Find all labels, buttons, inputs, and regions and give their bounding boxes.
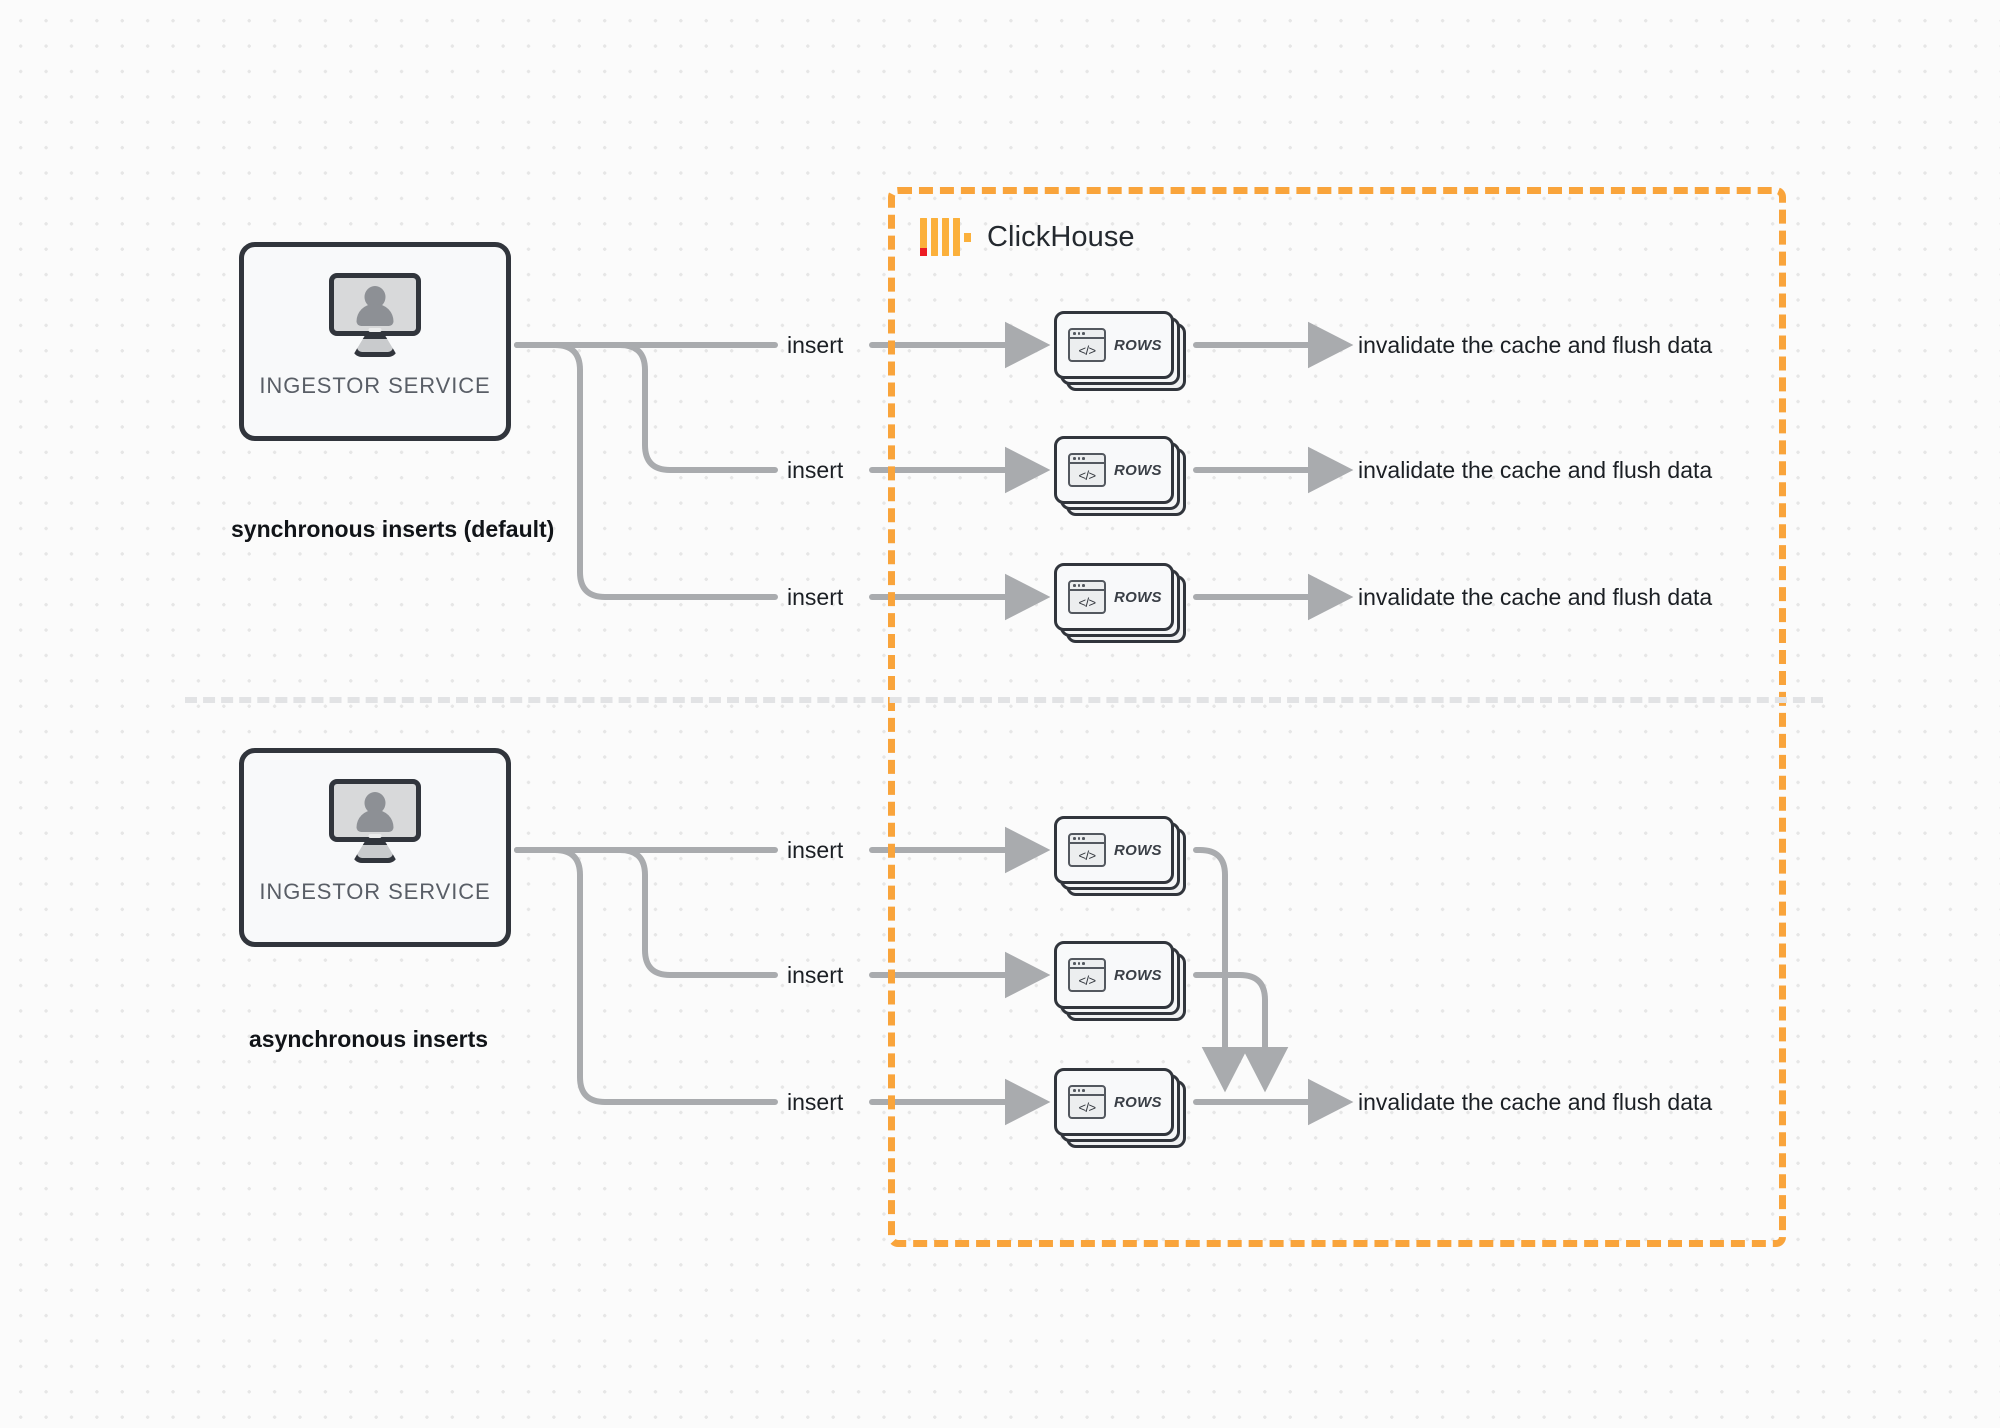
ingestor-service-label-sync: INGESTOR SERVICE bbox=[259, 373, 491, 398]
code-window-icon: </> bbox=[1068, 328, 1106, 362]
clickhouse-brand-label: ClickHouse bbox=[987, 220, 1135, 253]
code-window-icon: </> bbox=[1068, 833, 1106, 867]
insert-label-sync-1: insert bbox=[787, 332, 844, 358]
rows-card-label: ROWS bbox=[1114, 841, 1162, 859]
code-window-icon: </> bbox=[1068, 958, 1106, 992]
insert-label-async-3: insert bbox=[787, 1089, 844, 1115]
code-window-icon: </> bbox=[1068, 1085, 1106, 1119]
output-label-async: invalidate the cache and flush data bbox=[1358, 1089, 1713, 1115]
clickhouse-logo-icon bbox=[920, 218, 971, 256]
insert-label-sync-2: insert bbox=[787, 457, 844, 483]
monitor-user-icon bbox=[329, 779, 421, 863]
rows-card-sync-3[interactable]: </> ROWS bbox=[1054, 563, 1186, 643]
rows-card-async-2[interactable]: </> ROWS bbox=[1054, 941, 1186, 1021]
insert-label-async-1: insert bbox=[787, 837, 844, 863]
rows-card-async-1[interactable]: </> ROWS bbox=[1054, 816, 1186, 896]
ingestor-service-sync[interactable]: INGESTOR SERVICE bbox=[239, 242, 511, 441]
insert-label-sync-3: insert bbox=[787, 584, 844, 610]
section-caption-async: asynchronous inserts bbox=[249, 1026, 489, 1052]
output-label-sync-1: invalidate the cache and flush data bbox=[1358, 332, 1713, 358]
section-caption-sync: synchronous inserts (default) bbox=[231, 516, 555, 542]
rows-card-label: ROWS bbox=[1114, 336, 1162, 354]
clickhouse-boundary bbox=[888, 187, 1786, 1247]
code-window-icon: </> bbox=[1068, 453, 1106, 487]
rows-card-label: ROWS bbox=[1114, 966, 1162, 984]
monitor-user-icon bbox=[329, 273, 421, 357]
code-window-icon: </> bbox=[1068, 580, 1106, 614]
rows-card-label: ROWS bbox=[1114, 588, 1162, 606]
output-label-sync-3: invalidate the cache and flush data bbox=[1358, 584, 1713, 610]
rows-card-sync-1[interactable]: </> ROWS bbox=[1054, 311, 1186, 391]
output-label-sync-2: invalidate the cache and flush data bbox=[1358, 457, 1713, 483]
clickhouse-brand: ClickHouse bbox=[920, 218, 1135, 256]
ingestor-service-async[interactable]: INGESTOR SERVICE bbox=[239, 748, 511, 947]
rows-card-label: ROWS bbox=[1114, 461, 1162, 479]
section-divider bbox=[185, 697, 1823, 703]
rows-card-label: ROWS bbox=[1114, 1093, 1162, 1111]
rows-card-sync-2[interactable]: </> ROWS bbox=[1054, 436, 1186, 516]
rows-card-async-3[interactable]: </> ROWS bbox=[1054, 1068, 1186, 1148]
insert-label-async-2: insert bbox=[787, 962, 844, 988]
ingestor-service-label-async: INGESTOR SERVICE bbox=[259, 879, 491, 904]
